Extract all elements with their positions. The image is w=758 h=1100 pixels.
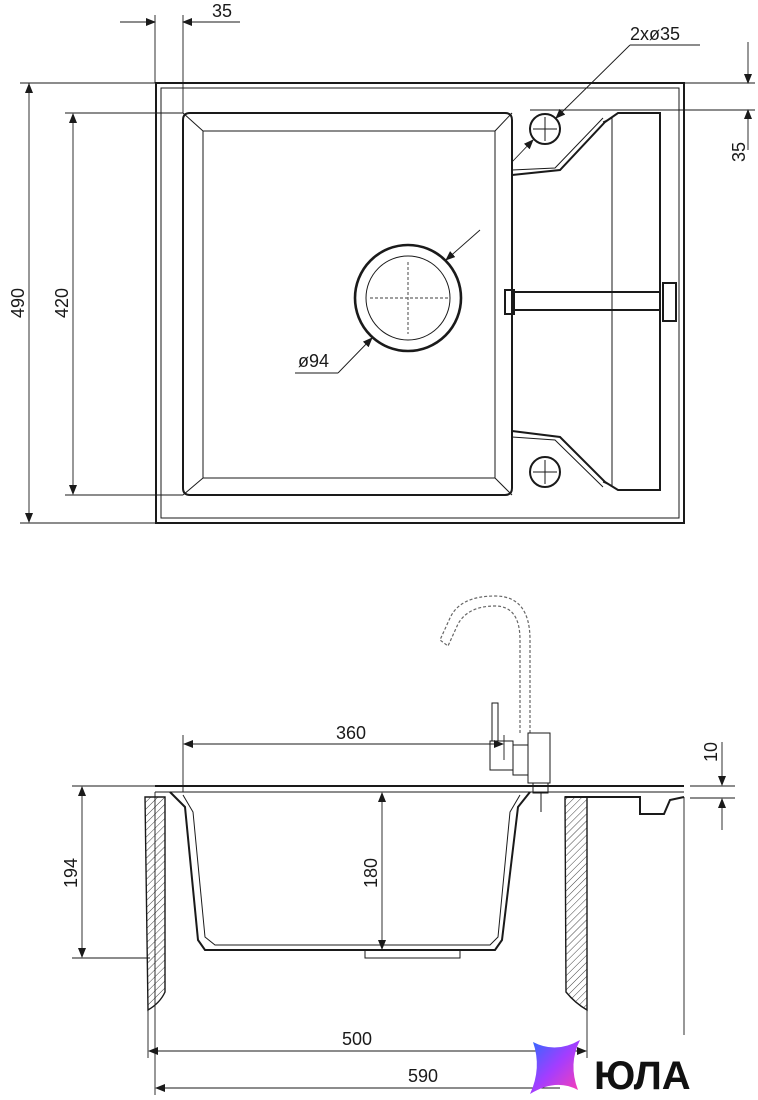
dim-590: 590 xyxy=(154,792,685,1095)
dim-490: 490 xyxy=(8,82,156,524)
dim-label-490: 490 xyxy=(8,288,28,318)
dim-label-590: 590 xyxy=(408,1066,438,1086)
cabinet-wall-right xyxy=(564,796,588,1012)
drain-icon xyxy=(353,243,463,353)
faucet-outline xyxy=(439,595,531,733)
bowl-floor xyxy=(202,130,496,479)
dim-right-35: 35 xyxy=(530,42,755,162)
dim-label-10: 10 xyxy=(701,742,721,762)
tap-hole-bottom xyxy=(529,456,561,488)
star-gradient-icon xyxy=(530,1040,580,1094)
dim-500: 500 xyxy=(147,1010,588,1058)
dim-10: 10 xyxy=(690,742,735,830)
dim-top-35: 35 xyxy=(120,1,240,113)
sink-outline xyxy=(155,82,685,524)
dim-194: 194 xyxy=(61,785,155,959)
dim-420: 420 xyxy=(52,112,183,496)
side-view: 360 10 194 180 500 xyxy=(61,595,735,1095)
dim-label-420: 420 xyxy=(52,288,72,318)
dim-drain: ø94 xyxy=(295,229,481,374)
dim-label-180: 180 xyxy=(361,858,381,888)
dim-label-drain: ø94 xyxy=(298,351,329,371)
top-view: 35 2xø35 35 490 420 xyxy=(8,1,755,524)
dim-label-194: 194 xyxy=(61,858,81,888)
dim-label-holes: 2xø35 xyxy=(630,24,680,44)
bowl-outline xyxy=(182,112,513,496)
dim-holes: 2xø35 xyxy=(511,24,700,163)
sink-rim-inner xyxy=(160,87,680,519)
tap-hole-top xyxy=(529,113,561,145)
dim-label-360: 360 xyxy=(336,723,366,743)
logo: ЮЛА xyxy=(530,1040,691,1098)
logo-text: ЮЛА xyxy=(594,1054,691,1098)
drainer-area xyxy=(504,112,677,491)
drainer-profile xyxy=(565,796,685,815)
bowl-profile xyxy=(169,791,531,951)
dim-label-35-right: 35 xyxy=(729,142,749,162)
dim-label-35-top: 35 xyxy=(212,1,232,21)
dim-180: 180 xyxy=(361,792,386,950)
drain-profile xyxy=(364,949,461,959)
dim-360: 360 xyxy=(182,723,505,792)
dim-label-500: 500 xyxy=(342,1029,372,1049)
